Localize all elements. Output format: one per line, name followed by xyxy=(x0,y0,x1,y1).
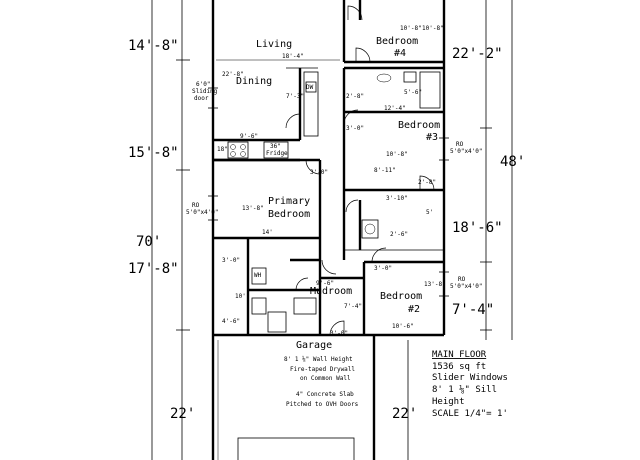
closet-height: 10' xyxy=(235,293,246,300)
range-size: 18" xyxy=(217,146,228,153)
slider-door-size: 6'0" xyxy=(196,81,210,88)
bath2-width: 4'-6" xyxy=(222,318,240,325)
room-primary-bedroom: Bedroom xyxy=(268,209,310,220)
primary-height: 13'-8" xyxy=(242,205,264,212)
fridge-label: Fridge xyxy=(266,150,288,157)
hall-height: 5' xyxy=(426,209,433,216)
room-bedroom3-name: Bedroom xyxy=(398,120,440,131)
garage-note-drywall-1: Fire-taped Drywall xyxy=(290,366,355,373)
room-dining: Dining xyxy=(236,76,272,87)
slider-door-word2: door xyxy=(194,95,209,102)
kitchen-width: 9'-6" xyxy=(240,133,258,140)
ro-right2-label: RO xyxy=(458,276,466,283)
main-floor-sill: 8' 1 ⅛" Sill xyxy=(432,385,497,395)
right-total: 48' xyxy=(500,154,525,170)
main-floor-height: Height xyxy=(432,397,465,407)
bed3-width: 10'-8" xyxy=(386,151,408,158)
left-dim-2: 15'-8" xyxy=(128,145,179,161)
right-dim-2: 18'-6" xyxy=(452,220,503,236)
room-bedroom4-name: Bedroom xyxy=(376,36,418,47)
ro-right1-size: 5'0"x4'0" xyxy=(450,148,483,155)
exterior-walls xyxy=(211,0,446,460)
garage-note-wall-height: 8' 1 ⅛" Wall Height xyxy=(284,356,353,363)
doors xyxy=(285,5,435,336)
room-bedroom3-num: #3 xyxy=(426,132,438,143)
door-size-b: 3'-0" xyxy=(310,169,328,176)
bed2-width: 10'-6" xyxy=(392,323,414,330)
hall-width: 3'-10" xyxy=(386,195,408,202)
mudroom-width: 7'-4" xyxy=(344,303,362,310)
garage-note-drywall-2: on Common Wall xyxy=(300,375,351,382)
ro-right2-size: 5'0"x4'0" xyxy=(450,283,483,290)
room-bedroom4-num: #4 xyxy=(394,48,406,59)
left-dim-1: 14'-8" xyxy=(128,38,179,54)
overall-depth: 70' xyxy=(136,234,161,250)
door-size-g: 3'-0" xyxy=(330,330,348,337)
room-garage: Garage xyxy=(296,340,332,351)
main-floor-sqft: 1536 sq ft xyxy=(432,362,486,372)
garage-width-left: 22' xyxy=(170,406,195,422)
bed4-width: 10'-8" xyxy=(400,25,422,32)
room-bedroom2-num: #2 xyxy=(408,304,420,315)
door-size-a: 3'-0" xyxy=(222,257,240,264)
interior-walls xyxy=(213,0,444,335)
main-floor-windows: Slider Windows xyxy=(432,373,508,383)
door-size-h: 2'-8" xyxy=(418,179,436,186)
main-floor-scale: SCALE 1/4"= 1' xyxy=(432,409,508,419)
dishwasher-label: DW xyxy=(306,84,314,91)
garage-width-right: 22' xyxy=(392,406,417,422)
bath1-height: 5'-6" xyxy=(404,89,422,96)
left-dim-3: 17'-8" xyxy=(128,261,179,277)
garage-note-slab-2: Pitched to OVH Doors xyxy=(286,401,359,408)
bed4-height: 10'-8" xyxy=(422,25,444,32)
living-width: 18'-4" xyxy=(282,53,304,60)
room-primary-name: Primary xyxy=(268,196,310,207)
mudroom-top: 9'-6" xyxy=(316,280,334,287)
water-heater-label: WH xyxy=(254,272,262,279)
windows xyxy=(208,87,449,297)
fridge-size: 36" xyxy=(270,143,281,150)
ro-right1-label: RO xyxy=(456,141,464,148)
room-mudroom: Mudroom xyxy=(310,286,352,297)
ro-left-size: 5'0"x4'0" xyxy=(186,209,219,216)
right-dim-3: 7'-4" xyxy=(452,302,494,318)
main-floor-heading: MAIN FLOOR xyxy=(432,350,487,360)
bed2-height: 13'-8" xyxy=(424,281,446,288)
room-bedroom2-name: Bedroom xyxy=(380,291,422,302)
door-size-f: 3'-0" xyxy=(374,265,392,272)
door-size-d: 3'-0" xyxy=(346,125,364,132)
bed3-height: 8'-11" xyxy=(374,167,396,174)
primary-width: 14' xyxy=(262,229,273,236)
kitchen-height: 7'-3" xyxy=(286,93,304,100)
garage-note-slab-1: 4" Concrete Slab xyxy=(296,391,354,398)
door-size-e: 2'-6" xyxy=(390,231,408,238)
ro-left-label: RO xyxy=(192,202,200,209)
right-dim-1: 22'-2" xyxy=(452,46,503,62)
slider-door-word1: Sliding xyxy=(192,88,218,95)
dimension-lines xyxy=(151,0,513,460)
dining-width: 22'-8" xyxy=(222,71,244,78)
bath1-width: 12'-4" xyxy=(384,105,406,112)
door-size-c: 2'-8" xyxy=(346,93,364,100)
room-living: Living xyxy=(256,39,292,50)
